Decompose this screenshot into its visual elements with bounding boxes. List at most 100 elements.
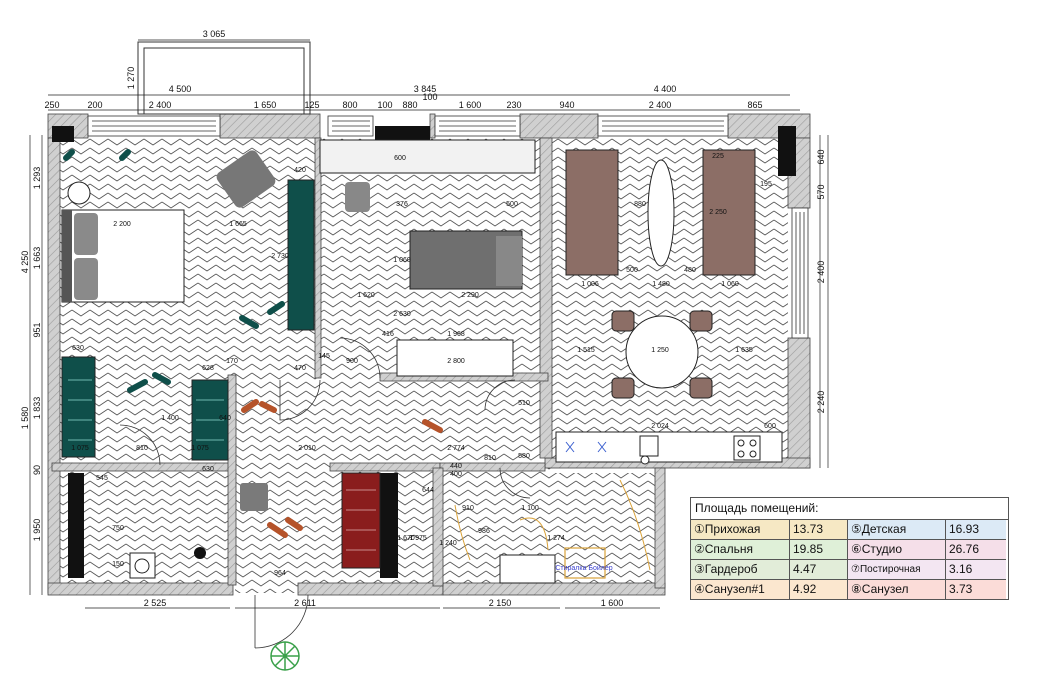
dim-top-inner-10: 1 600 <box>459 100 482 110</box>
dim-int-36: 1 250 <box>651 347 669 354</box>
dim-int-33: 1 480 <box>652 281 670 288</box>
chair <box>345 182 370 212</box>
dim-int-51: 986 <box>478 528 490 535</box>
room-name: ⑦Постирочная <box>848 560 946 580</box>
bookshelf <box>396 339 514 377</box>
dim-int-22: 810 <box>136 445 148 452</box>
room-name: ⑤Детская <box>848 520 946 540</box>
dim-top-outer-1: 3 065 <box>203 29 226 39</box>
wall-left <box>47 137 61 594</box>
dim-top-inner-14: 865 <box>747 100 762 110</box>
dim-left-6: 1 833 <box>32 397 42 420</box>
dim-bottom-3: 2 150 <box>489 598 512 608</box>
dim-int-45: 1 975 <box>409 535 427 542</box>
room-area: 26.76 <box>946 540 1006 560</box>
dim-right-1: 640 <box>816 149 826 164</box>
dim-int-34: 1 060 <box>721 281 739 288</box>
dim-int-3: 600 <box>394 155 406 162</box>
dim-top-inner-13: 2 400 <box>649 100 672 110</box>
dim-int-2: 420 <box>294 167 306 174</box>
dim-right-2: 570 <box>816 184 826 199</box>
red-wardrobe <box>341 472 381 569</box>
dim-int-6: 1 060 <box>393 257 411 264</box>
dim-int-25: 640 <box>219 415 231 422</box>
dim-int-31: 225 <box>712 153 724 160</box>
dim-top-outer-3: 3 845 <box>414 84 437 94</box>
stove <box>733 435 761 461</box>
dim-int-20: 1 075 <box>71 445 89 452</box>
dim-int-55: 440 <box>450 463 462 470</box>
dim-left-8: 1 950 <box>32 519 42 542</box>
dim-int-54: 150 <box>112 561 124 568</box>
dimension-labels: 3 065 4 500 3 845 4 400 1 270 250 200 2 … <box>20 29 826 608</box>
closet-teal-1 <box>61 356 96 458</box>
room-area-table: Площадь помещений: ①Прихожая 13.73 ⑤Детс… <box>690 497 1009 600</box>
sofa-arm <box>496 236 522 286</box>
bed-headboard <box>62 210 72 302</box>
dim-int-27: 545 <box>96 475 108 482</box>
dim-balcony: 1 270 <box>126 67 136 90</box>
dim-int-23: 2 010 <box>298 445 316 452</box>
dim-top-inner-4: 1 650 <box>254 100 277 110</box>
dim-int-37: 1 635 <box>735 347 753 354</box>
room-name: ③Гардероб <box>691 560 790 580</box>
boiler-zone <box>564 547 606 579</box>
dim-top-inner-12: 940 <box>559 100 574 110</box>
sofa-right <box>702 149 756 276</box>
dim-int-35: 1 515 <box>577 347 595 354</box>
dim-int-8: 376 <box>396 201 408 208</box>
dim-left-7: 90 <box>32 465 42 475</box>
interior-dimensions: 2 200 1 665 420 600 2 730 1 620 1 060 2 … <box>71 153 776 577</box>
dim-left-1: 1 293 <box>32 167 42 190</box>
chevron-accents <box>63 149 443 538</box>
dim-int-47: 644 <box>422 487 434 494</box>
dim-top-outer-4: 4 400 <box>654 84 677 94</box>
wall-child-studio <box>539 137 553 459</box>
dim-top-inner-6: 800 <box>342 100 357 110</box>
walls <box>47 113 811 596</box>
bedroom-furniture <box>61 150 315 461</box>
dim-top-inner-11: 230 <box>506 100 521 110</box>
wall-bed-child <box>314 137 322 379</box>
dim-bottom-4: 1 600 <box>601 598 624 608</box>
dim-bottom-1: 2 525 <box>144 598 167 608</box>
wall-hall-h3 <box>439 462 546 472</box>
dim-int-40: 480 <box>684 267 696 274</box>
dim-left-4: 951 <box>32 322 42 337</box>
dim-int-16: 170 <box>226 358 238 365</box>
column-top-left <box>52 126 74 142</box>
plant-icon <box>270 641 300 671</box>
dining-chair-2 <box>689 310 713 332</box>
laundry-counter <box>499 554 556 584</box>
column-top-center <box>375 126 430 142</box>
dim-int-15: 470 <box>294 365 306 372</box>
dim-left-5: 1 580 <box>20 407 30 430</box>
room-area: 19.85 <box>790 540 848 560</box>
dim-int-58: 580 <box>518 453 530 460</box>
dining-chair-1 <box>611 310 635 332</box>
dim-bottom-2: 2 611 <box>294 598 316 608</box>
column-top-right <box>778 126 796 176</box>
dim-int-43: 600 <box>764 423 776 430</box>
dim-top-inner-8: 880 <box>402 100 417 110</box>
dim-int-42: 630 <box>202 466 214 473</box>
dim-int-57: 510 <box>518 400 530 407</box>
wall-top-center <box>429 113 436 139</box>
hall-chair <box>240 483 268 511</box>
wall-top-mid <box>219 113 321 139</box>
dim-top-outer-2: 4 500 <box>169 84 192 94</box>
dim-int-46: 964 <box>274 570 286 577</box>
dining-table <box>625 315 699 389</box>
room-name: ④Санузел#1 <box>691 580 790 599</box>
dim-int-0: 2 200 <box>113 221 131 228</box>
dim-left-3: 1 663 <box>32 247 42 270</box>
windows <box>87 115 809 339</box>
sink <box>639 435 659 457</box>
wall-bottom-mid <box>297 582 444 596</box>
dim-int-48: 1 100 <box>521 505 539 512</box>
column-bath <box>68 473 84 578</box>
dim-int-29: 2 250 <box>709 209 727 216</box>
dim-top-inner-7: 100 <box>377 100 392 110</box>
studio-furniture <box>555 149 783 463</box>
dim-top-inner-5: 125 <box>304 100 319 110</box>
